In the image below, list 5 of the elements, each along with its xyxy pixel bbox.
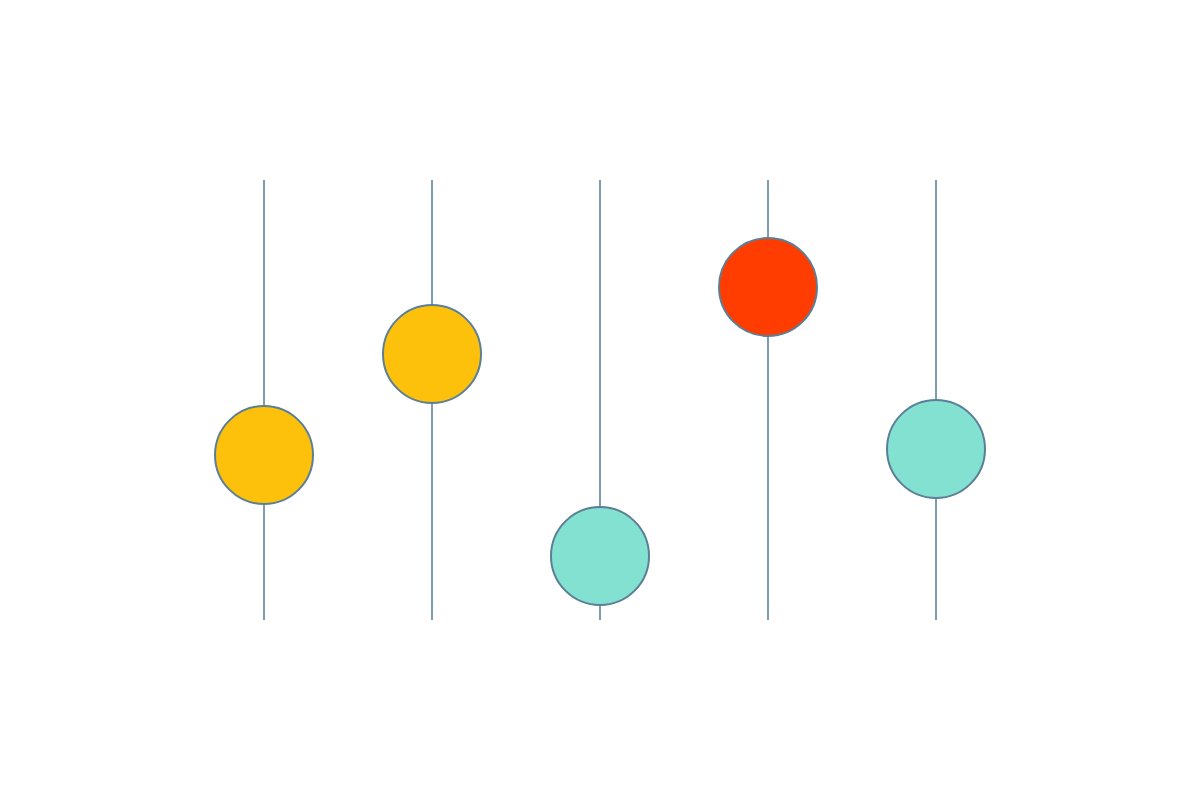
- slider-knob: [718, 237, 818, 337]
- slider-knob: [382, 304, 482, 404]
- slider-knob: [214, 405, 314, 505]
- slider-knob: [550, 506, 650, 606]
- slider-knob: [886, 399, 986, 499]
